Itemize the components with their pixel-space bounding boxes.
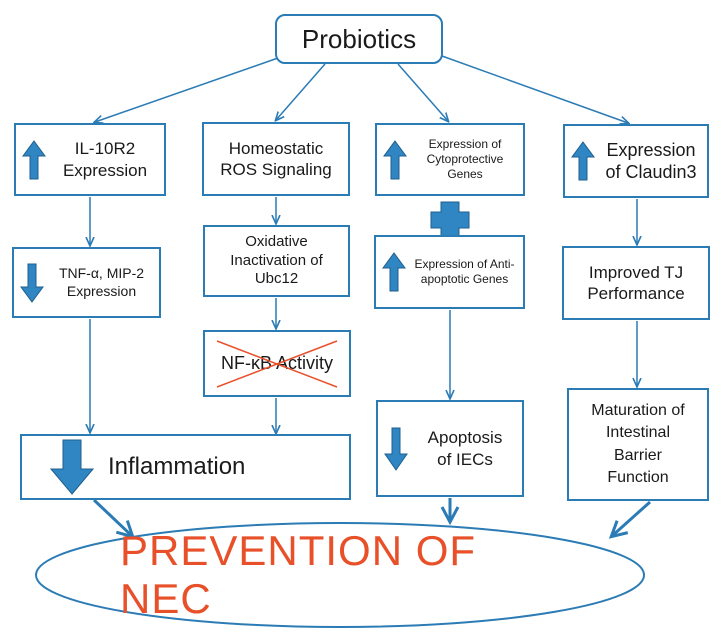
outcome-label: PREVENTION OF NEC	[120, 527, 477, 622]
oxidative-label: Oxidative Inactivation of Ubc12	[230, 232, 323, 288]
up-arrow-icon	[382, 252, 406, 292]
claudin-label: Expression of Claudin3	[605, 139, 697, 183]
nfkb-node: NF-κB Activity	[203, 330, 351, 397]
edge-inflammation-outcome	[92, 498, 136, 539]
ros-node: Homeostatic ROS Signaling	[202, 122, 350, 196]
inflammation-node: Inflammation	[20, 434, 351, 500]
inflammation-label: Inflammation	[108, 453, 246, 480]
apoptosis-node: Apoptosis of IECs	[376, 400, 524, 497]
probiotics-label: Probiotics	[301, 23, 417, 54]
up-arrow-icon	[571, 141, 595, 181]
down-arrow-icon	[384, 427, 408, 471]
up-arrow-icon	[22, 139, 46, 180]
maturation-node: Maturation of Intestinal Barrier Functio…	[567, 388, 709, 501]
probiotics-node: Probiotics	[275, 14, 443, 64]
antiapop-label: Expression of Anti-apoptotic Genes	[414, 257, 515, 286]
edge-probiotics-il10r2	[95, 57, 279, 122]
tnf-label: TNF-α, MIP-2 Expression	[58, 265, 145, 299]
cross-out-icon	[216, 340, 338, 388]
il10r2-label: IL-10R2 Expression	[62, 139, 148, 180]
claudin-node: Expression of Claudin3	[563, 124, 709, 198]
apoptosis-label: Apoptosis of IECs	[427, 428, 503, 469]
edge-maturation-outcome	[608, 500, 652, 539]
il10r2-node: IL-10R2 Expression	[14, 123, 166, 196]
oxidative-node: Oxidative Inactivation of Ubc12	[203, 225, 350, 297]
cyto-node: Expression of Cytoprotective Genes	[375, 123, 525, 196]
edge-probiotics-claudin	[441, 55, 628, 123]
tj-node: Improved TJ Performance	[562, 246, 710, 320]
edge-probiotics-cyto	[397, 63, 448, 121]
down-arrow-icon	[50, 439, 94, 495]
edge-probiotics-ros	[276, 63, 326, 120]
cyto-label: Expression of Cytoprotective Genes	[426, 137, 504, 181]
antiapop-node: Expression of Anti-apoptotic Genes	[374, 235, 525, 309]
up-arrow-icon	[383, 139, 407, 180]
down-arrow-icon	[20, 263, 44, 303]
maturation-label: Maturation of Intestinal Barrier Functio…	[591, 401, 685, 486]
tj-label: Improved TJ Performance	[587, 262, 685, 303]
ros-label: Homeostatic ROS Signaling	[220, 138, 332, 179]
plus-icon	[430, 201, 470, 239]
tnf-node: TNF-α, MIP-2 Expression	[12, 247, 161, 318]
outcome-ellipse	[35, 522, 645, 628]
